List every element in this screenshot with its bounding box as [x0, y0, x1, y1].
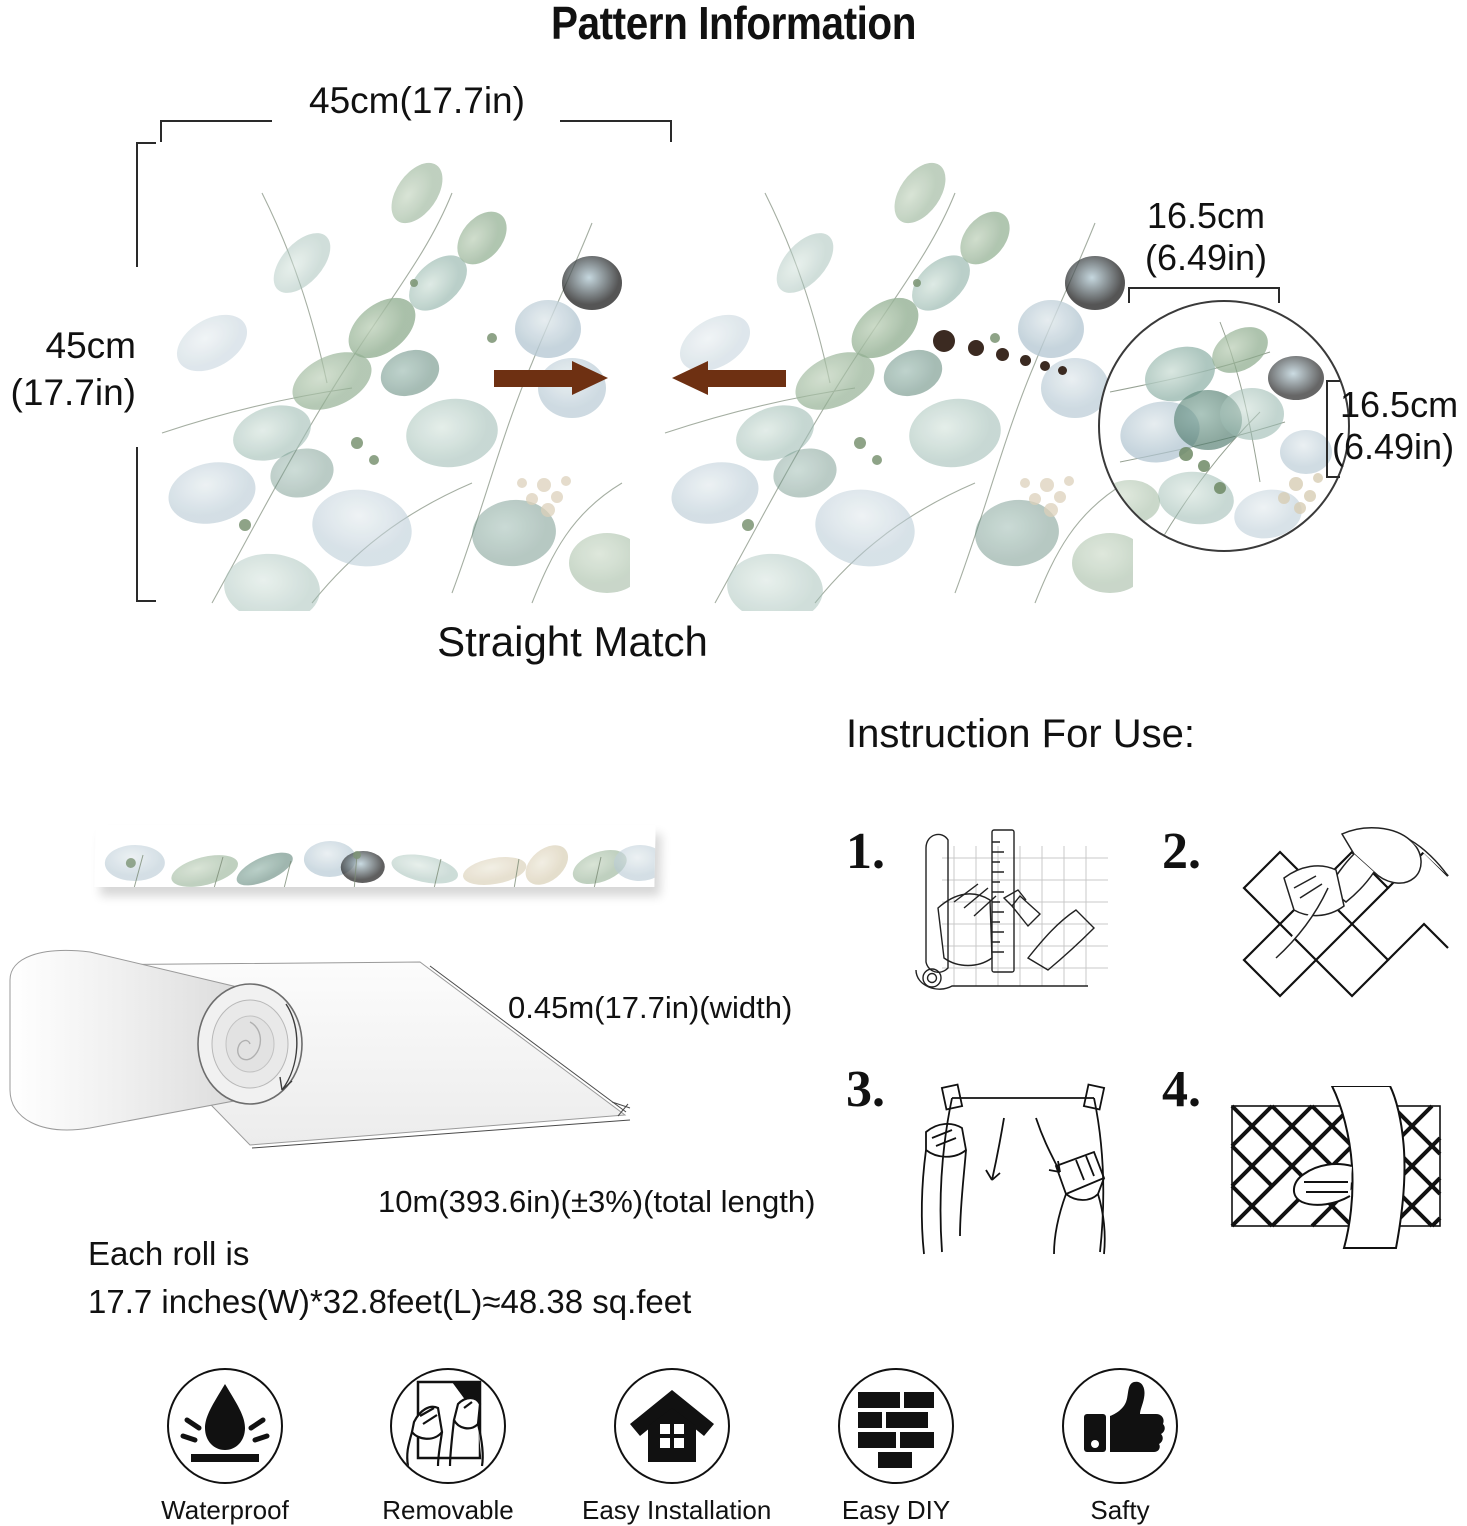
feature-easy-diy: Easy DIY — [806, 1368, 986, 1526]
instructions-heading: Instruction For Use: — [846, 712, 1196, 756]
repeat-width-bracket-left-tick — [1128, 287, 1130, 303]
height-bracket-lower — [136, 447, 138, 602]
brick-wall-icon — [838, 1368, 954, 1484]
pattern-panel-right — [655, 133, 1133, 611]
repeat-height-label-cm: 16.5cm — [1340, 384, 1459, 425]
match-arrow-right — [494, 361, 608, 395]
width-bracket-left-segment — [160, 120, 272, 122]
wallpaper-roll-illustration — [0, 930, 700, 1230]
feature-safty: Safty — [1030, 1368, 1210, 1526]
peel-backing-icon — [1242, 827, 1449, 998]
peel-hands-icon — [390, 1368, 506, 1484]
repeat-width-label-cm: 16.5cm — [1146, 195, 1266, 236]
step-4-number: 4. — [1162, 1061, 1201, 1118]
step-1-number: 1. — [846, 823, 885, 880]
width-bracket-right-segment — [560, 120, 672, 122]
roll-summary-line1: Each roll is — [88, 1235, 250, 1272]
apply-squeegee-icon — [920, 1083, 1106, 1255]
wallpaper-strip-sample — [94, 825, 656, 887]
pattern-height-label-cm: 45cm — [45, 325, 136, 366]
height-bracket-upper — [136, 142, 138, 267]
feature-removable: Removable — [358, 1368, 538, 1526]
repeat-height-label-in: (6.49in) — [1332, 426, 1455, 467]
step-2-number: 2. — [1162, 823, 1201, 880]
repeat-width-bracket — [1128, 287, 1280, 289]
roll-length-label: 10m(393.6in)(±3%)(total length) — [378, 1184, 816, 1219]
feature-easy-installation: Easy Installation — [582, 1368, 771, 1526]
roll-art — [9, 949, 631, 1149]
height-bracket-top-tick — [136, 142, 156, 144]
width-bracket-right-tick — [670, 120, 672, 142]
strip-pattern-art — [94, 825, 656, 887]
roll-summary-line2: 17.7 inches(W)*32.8feet(L)≈48.38 sq.feet — [88, 1282, 692, 1320]
watercolor-eucalyptus-art-right — [664, 162, 1133, 611]
height-bracket-bottom-tick — [136, 600, 156, 602]
pattern-repeat-magnifier — [1098, 300, 1350, 552]
page-title: Pattern Information — [551, 0, 916, 49]
magnified-pattern-art — [1100, 321, 1332, 543]
width-bracket-left-tick — [160, 120, 162, 142]
repeat-height-bracket — [1326, 380, 1328, 478]
pattern-width-label: 45cm(17.7in) — [309, 80, 525, 121]
pattern-height-label-in: (17.7in) — [10, 372, 136, 413]
step-3-number: 3. — [846, 1061, 885, 1118]
match-arrow-left — [672, 361, 786, 395]
repeat-width-label-in: (6.49in) — [1144, 237, 1268, 278]
roll-summary: Each roll is 17.7 inches(W)*32.8feet(L)≈… — [88, 1230, 691, 1326]
thumbs-up-icon — [1062, 1368, 1178, 1484]
house-icon — [614, 1368, 730, 1484]
match-type-label: Straight Match — [437, 618, 708, 665]
roll-width-label: 0.45m(17.7in)(width) — [508, 990, 793, 1025]
repeat-width-bracket-right-tick — [1278, 287, 1280, 303]
water-drop-icon — [167, 1368, 283, 1484]
repeat-height-bracket-bottom-tick — [1326, 476, 1340, 478]
feature-waterproof: Waterproof — [135, 1368, 315, 1526]
measure-and-cut-icon — [915, 829, 1108, 990]
repeat-height-bracket-top-tick — [1326, 380, 1340, 382]
smooth-onto-wall-icon — [1230, 1086, 1442, 1249]
